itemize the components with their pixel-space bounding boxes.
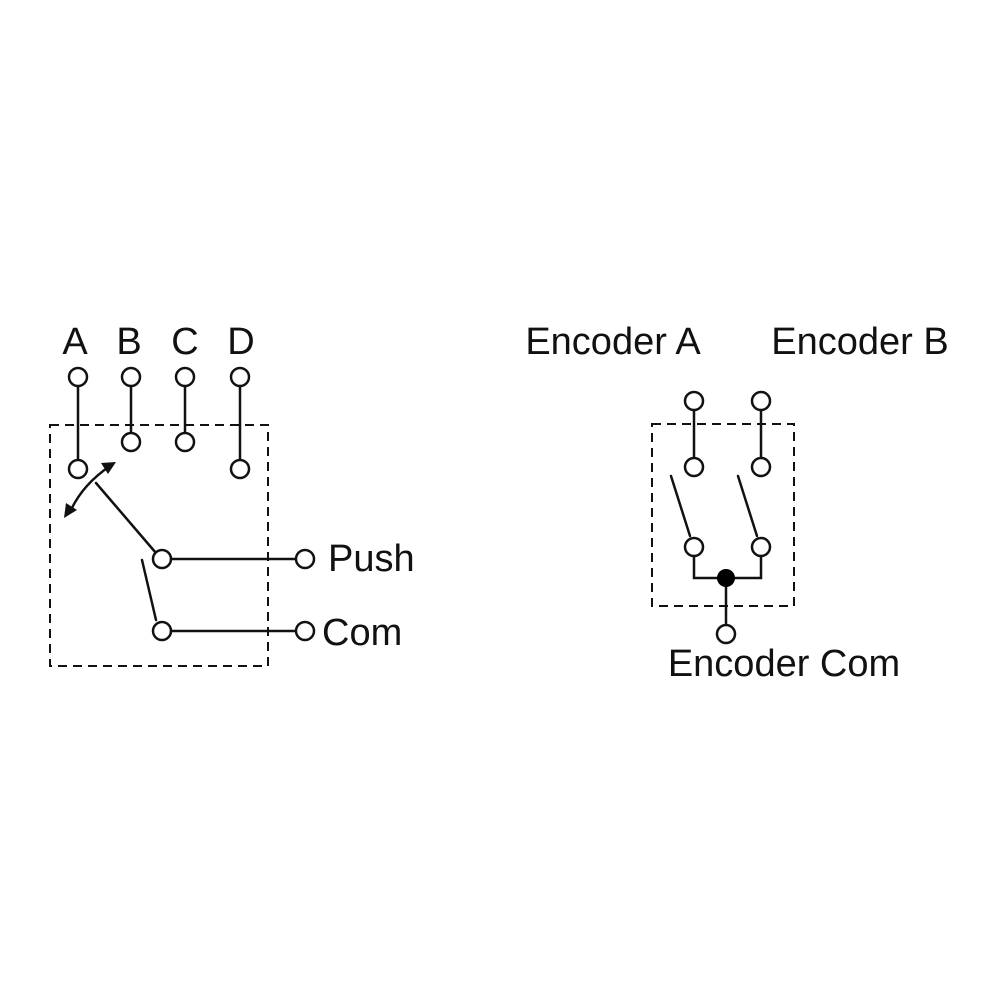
encoder-a-contact bbox=[683, 456, 705, 478]
encoder-a-common-contact bbox=[683, 536, 705, 558]
encoder-housing-outline bbox=[651, 423, 795, 607]
push-switch-blade bbox=[140, 558, 158, 622]
encoder-b-common-contact bbox=[750, 536, 772, 558]
pin-b-label: B bbox=[116, 321, 141, 363]
switch-housing-outline bbox=[49, 424, 269, 667]
encoder-a-label: Encoder A bbox=[525, 321, 701, 363]
pin-c-label: C bbox=[171, 321, 198, 363]
encoder-a-terminal bbox=[683, 390, 705, 412]
push-terminal bbox=[294, 548, 316, 570]
rotation-arrowhead-left-icon bbox=[64, 503, 77, 518]
com-label: Com bbox=[322, 612, 402, 654]
com-contact bbox=[151, 620, 173, 642]
pin-d-label: D bbox=[227, 321, 254, 363]
pin-c-contact bbox=[174, 431, 196, 453]
encoder-b-terminal bbox=[750, 390, 772, 412]
encoder-b-blade bbox=[736, 474, 759, 538]
push-label: Push bbox=[328, 538, 415, 580]
rotary-wiper-arm bbox=[94, 481, 158, 555]
push-contact bbox=[151, 548, 173, 570]
encoder-a-blade bbox=[669, 474, 692, 538]
rotary-switch-diagram: A B C D Push Com bbox=[49, 321, 415, 667]
pin-c-terminal bbox=[174, 366, 196, 388]
pin-d-contact bbox=[229, 458, 251, 480]
pin-b-terminal bbox=[120, 366, 142, 388]
com-terminal bbox=[294, 620, 316, 642]
pin-a-label: A bbox=[62, 321, 88, 363]
pin-d-terminal bbox=[229, 366, 251, 388]
rotation-arrowhead-right-icon bbox=[101, 462, 116, 474]
encoder-junction-node bbox=[717, 569, 735, 587]
encoder-b-label: Encoder B bbox=[771, 321, 948, 363]
encoder-diagram: Encoder A Encoder B Encoder Com bbox=[525, 321, 948, 685]
pin-a-contact bbox=[67, 458, 89, 480]
encoder-b-contact bbox=[750, 456, 772, 478]
pin-a-terminal bbox=[67, 366, 89, 388]
encoder-com-label: Encoder Com bbox=[668, 643, 900, 685]
pin-b-contact bbox=[120, 431, 142, 453]
encoder-com-terminal bbox=[715, 623, 737, 645]
